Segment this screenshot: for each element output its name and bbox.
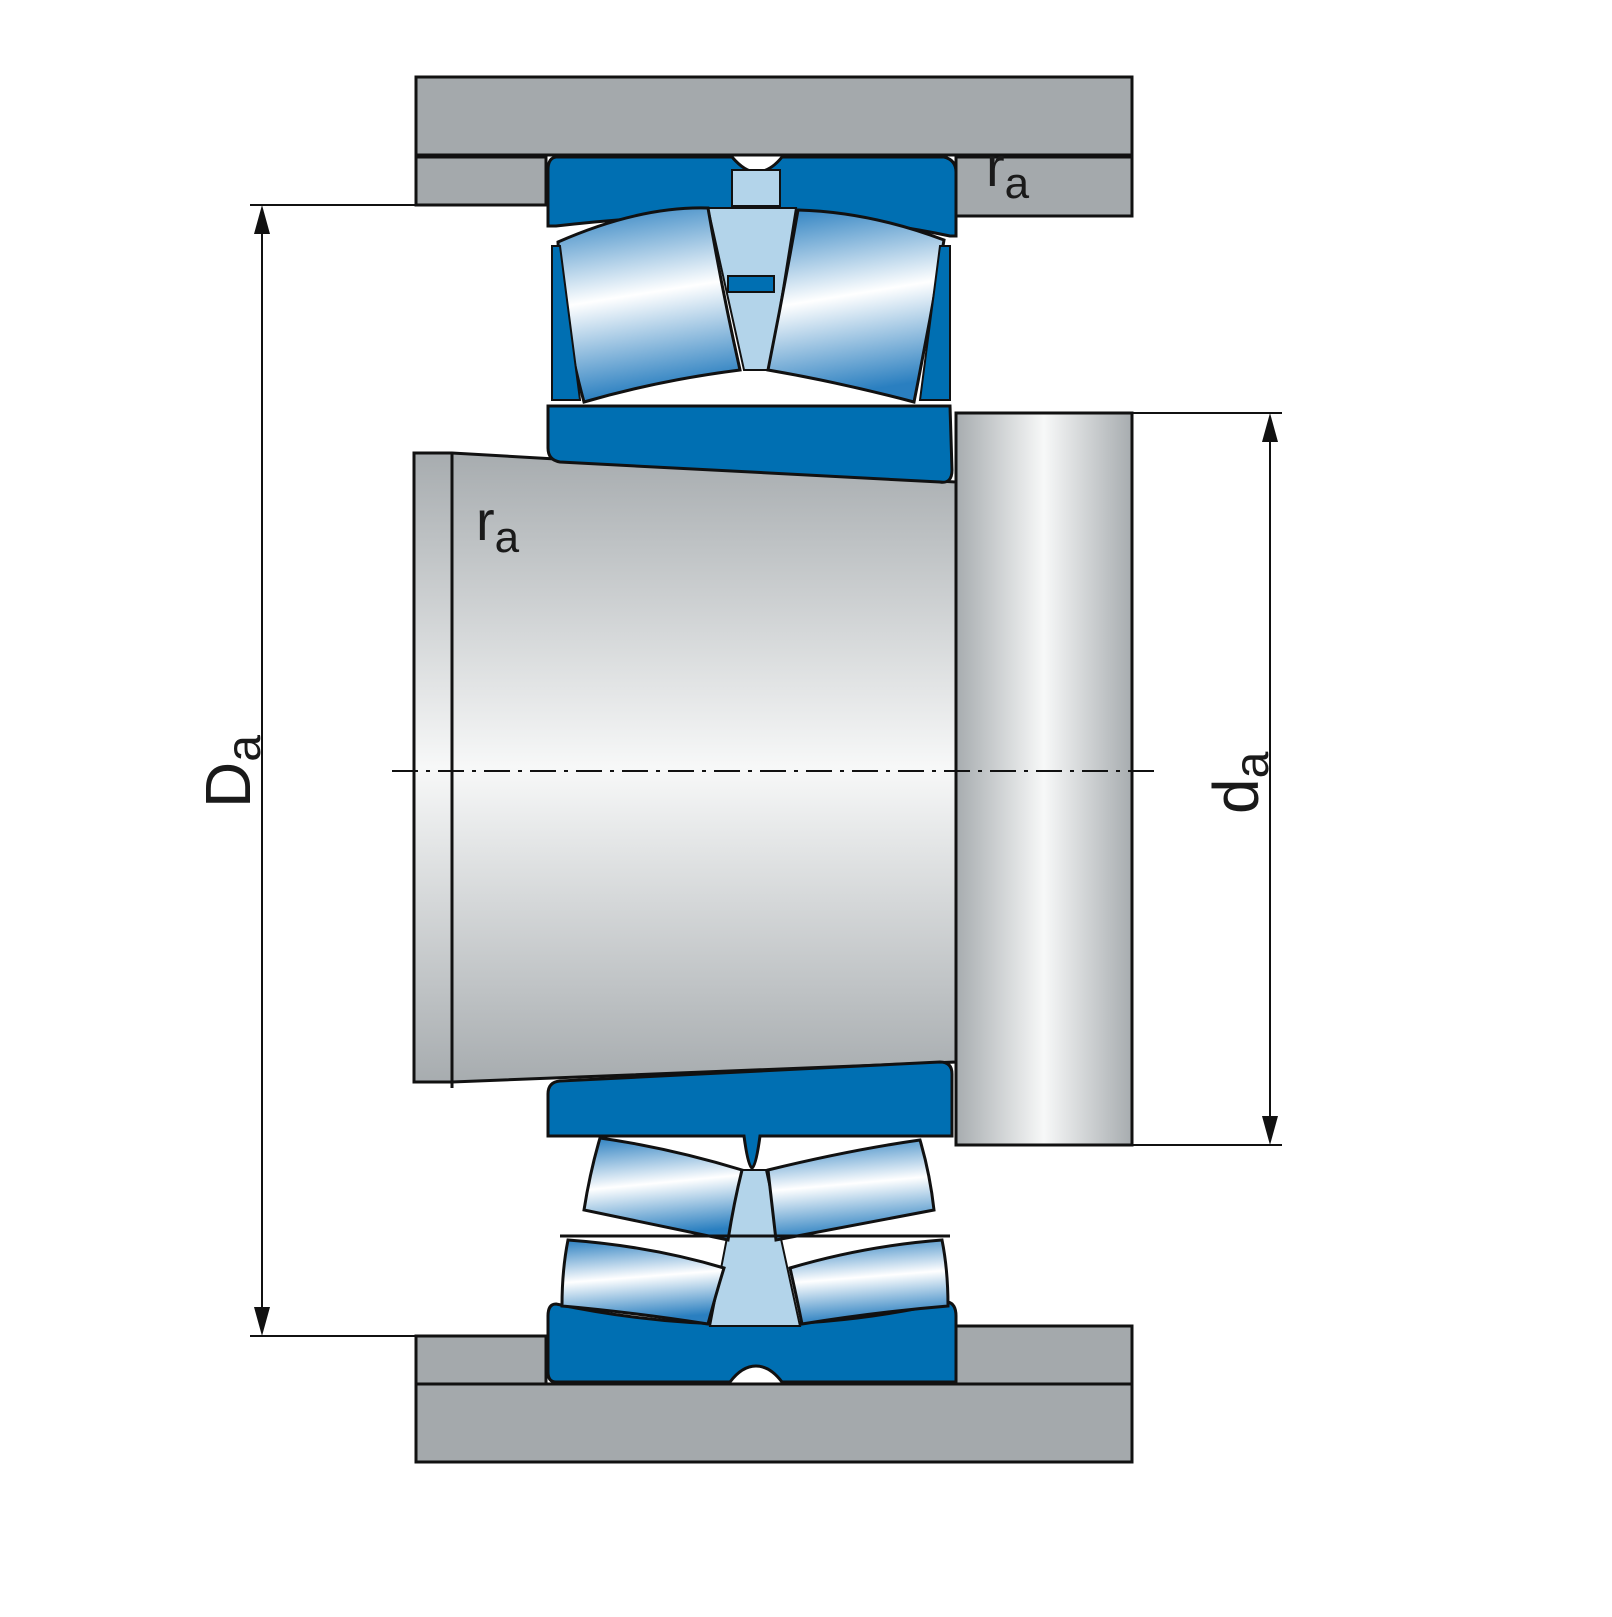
shaft-abutment	[954, 411, 1134, 1147]
ra-label-inner: ra	[476, 489, 520, 562]
roller-top-left	[556, 206, 742, 404]
Da-arrow-top	[254, 205, 270, 234]
bearing-bottom	[546, 1060, 958, 1384]
lubrication-hole-top	[731, 169, 781, 207]
roller-bottom-lower-right	[788, 1238, 950, 1326]
da-label: da	[1200, 751, 1279, 814]
da-arrow-top	[1262, 413, 1278, 442]
da-label-main: d	[1200, 778, 1272, 814]
inner-ring-bottom	[546, 1060, 954, 1170]
housing-top-outer	[414, 75, 1134, 157]
housing-top-right	[954, 155, 1134, 218]
Da-label-sub: a	[218, 735, 271, 762]
da-label-sub: a	[1226, 751, 1279, 778]
ra-label-top: ra	[986, 135, 1030, 208]
ra-inner-sub: a	[495, 513, 520, 562]
inner-ring-top	[546, 404, 954, 484]
Da-label-main: D	[192, 762, 264, 808]
ra-inner-main: r	[476, 489, 495, 552]
seal-top-left	[551, 245, 582, 401]
cage-guide-ring-top	[727, 275, 775, 293]
seal-top-right	[918, 245, 951, 401]
roller-bottom-upper-right	[766, 1138, 936, 1242]
Da-label: Da	[192, 735, 271, 808]
bearing-top	[546, 155, 958, 484]
roller-bottom-upper-left	[582, 1136, 744, 1242]
housing-bottom-outer	[414, 1382, 1134, 1464]
housing-bottom-shoulder	[414, 1334, 548, 1386]
dimension-da: da	[1132, 412, 1282, 1146]
housing-bottom-right	[954, 1324, 1134, 1386]
da-arrow-bottom	[1262, 1116, 1278, 1145]
ra-top-main: r	[986, 135, 1005, 198]
ra-top-sub: a	[1005, 159, 1030, 208]
roller-bottom-lower-left	[560, 1238, 726, 1326]
roller-top-right	[766, 208, 946, 404]
housing-top	[414, 75, 1134, 218]
tapered-shaft	[412, 451, 958, 1088]
Da-arrow-bottom	[254, 1307, 270, 1336]
dimension-Da: Da	[192, 204, 416, 1337]
housing-top-shoulder	[414, 155, 548, 207]
housing-bottom	[414, 1324, 1134, 1464]
